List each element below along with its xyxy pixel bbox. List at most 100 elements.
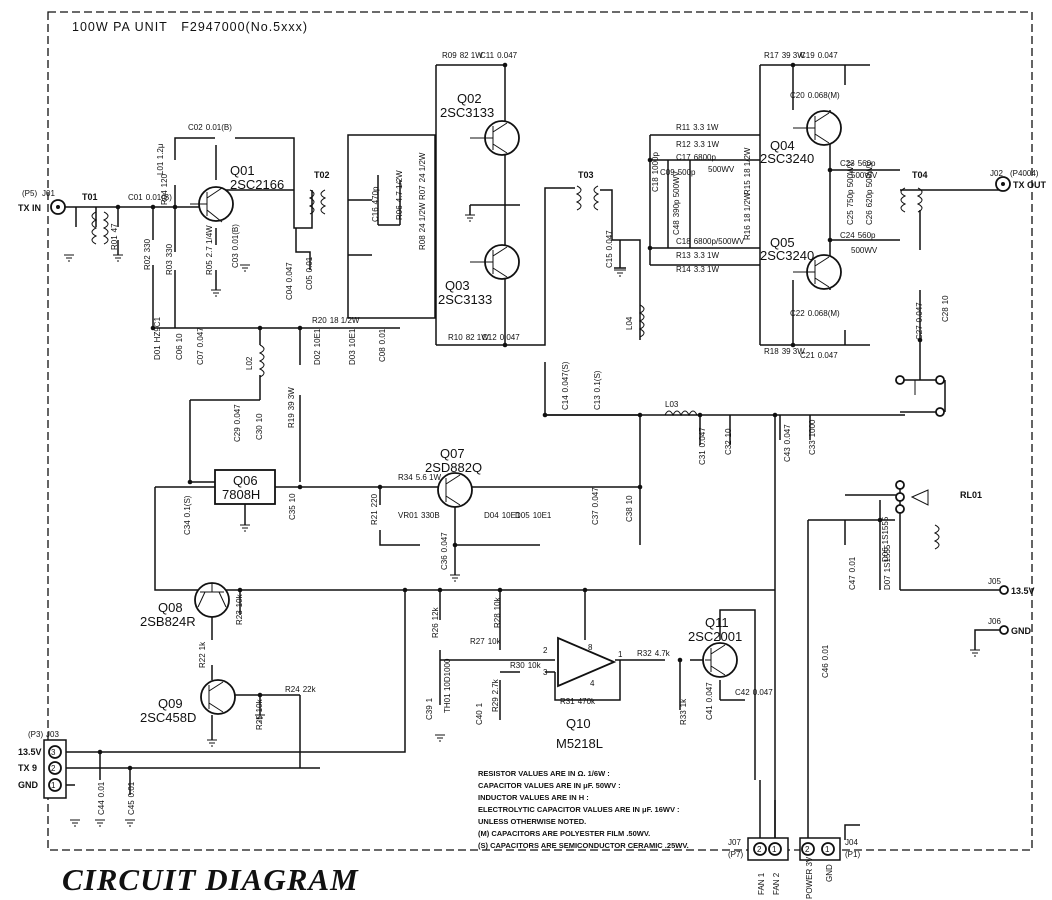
component-c44-label: C440.01	[97, 781, 106, 815]
component-value: 10E1	[348, 328, 357, 347]
component-ref: R07	[418, 185, 427, 200]
component-ref: R13	[676, 251, 691, 260]
component-c23v-label: 500WV	[851, 171, 878, 180]
component-value: 82 1W	[460, 51, 484, 60]
component-r29-label: R292.7k	[491, 678, 500, 712]
component-ref: C40	[475, 710, 484, 725]
component-c37-label: C370.047	[591, 487, 600, 525]
component-value: 12k	[431, 606, 440, 620]
q10-ref: Q10	[566, 716, 591, 731]
component-value: 10k	[493, 596, 502, 610]
component-value: 10k	[488, 637, 502, 646]
component-c47-label: C470.01	[848, 556, 857, 590]
component-value: 0.01	[378, 328, 387, 344]
relay-rl01	[895, 375, 945, 550]
component-value: 4.7 1/2W	[395, 170, 404, 202]
component-ref: D02	[313, 350, 322, 365]
component-ref: D07	[883, 575, 892, 590]
t01-label: T01	[82, 192, 98, 202]
component-ref: C30	[255, 425, 264, 440]
component-value: 330	[143, 238, 152, 252]
component-ref: C01	[128, 193, 143, 202]
component-ref: D03	[348, 350, 357, 365]
component-value: 47	[110, 223, 119, 232]
component-value: 0.01	[127, 781, 136, 797]
opamp-pin-3: 3	[543, 668, 548, 677]
j03-ref: J03	[46, 730, 59, 739]
t02-label: T02	[314, 170, 330, 180]
component-d07-label: D071S1555	[883, 544, 892, 590]
inductor-l03	[664, 410, 698, 417]
component-ref: R02	[143, 255, 152, 270]
transistor-q03	[470, 244, 520, 280]
connector-j03[interactable]	[43, 739, 67, 799]
connector-j02[interactable]	[995, 176, 1011, 192]
component-value: 5.6 1W	[416, 473, 442, 482]
component-value: 1000	[808, 419, 817, 437]
transformer-t01-coil	[91, 211, 109, 245]
component-c35-label: C3510	[288, 493, 297, 520]
component-ref: C08	[378, 347, 387, 362]
fan2-label: FAN 2	[772, 872, 781, 895]
component-ref: R18	[764, 347, 779, 356]
j07-pin1: 1	[772, 845, 777, 854]
component-c08-label: C08 0.01	[378, 328, 387, 362]
unit-title: 100W PA UNIT F2947000(No.5xxx)	[72, 20, 308, 34]
component-value: 0.047	[500, 333, 521, 342]
unit-boundary	[47, 11, 1033, 851]
connector-j04[interactable]	[799, 837, 841, 861]
component-ref: C35	[288, 505, 297, 520]
connector-j07[interactable]	[747, 837, 789, 861]
component-r16-label: R1618 1/2W	[743, 192, 752, 240]
component-ref: R30	[510, 661, 525, 670]
inductor-l02	[258, 344, 265, 378]
component-l03-label: L03	[665, 400, 679, 409]
component-c15-label: C150.047	[605, 230, 614, 268]
component-ref: C15	[605, 253, 614, 268]
q05-part: 2SC3240	[760, 248, 814, 263]
component-c14-label: C140.047(S)	[561, 361, 570, 410]
notes-block: RESISTOR VALUES ARE IN Ω. 1/6W : CAPACIT…	[478, 769, 689, 850]
component-ref: C09	[660, 168, 675, 177]
q08-part: 2SB824R	[140, 614, 196, 629]
component-value: 1	[425, 697, 434, 702]
transformer-t04-coil	[900, 187, 923, 213]
component-ref: C36	[440, 555, 449, 570]
component-value: 18 1/2W	[743, 192, 752, 222]
component-value: 0.1(S)	[183, 495, 192, 517]
component-ref: C18	[676, 237, 691, 246]
note-line-5: UNLESS OTHERWISE NOTED.	[478, 817, 586, 826]
q11-ref: Q11	[705, 615, 729, 630]
component-value: 0.068(M)	[808, 309, 840, 318]
component-ref: C38	[625, 507, 634, 522]
component-ref: C24	[840, 231, 855, 240]
j03-pin1-label: GND	[18, 780, 39, 790]
j03-pin1: 1	[51, 781, 56, 790]
component-ref: R10	[448, 333, 463, 342]
component-ref: D04	[484, 511, 499, 520]
q04-part: 2SC3240	[760, 151, 814, 166]
component-ref: R24	[285, 685, 300, 694]
connector-j01[interactable]	[50, 199, 66, 215]
component-ref: R27	[470, 637, 485, 646]
component-value: 0.047	[591, 487, 600, 508]
component-c29-label: C290.047	[233, 404, 242, 442]
component-th01-label: TH0110D1000	[443, 658, 452, 713]
component-ref: C22	[790, 309, 805, 318]
terminal-j05[interactable]	[999, 585, 1009, 595]
component-c36-label: C360.047	[440, 532, 449, 570]
note-line-2: CAPACITOR VALUES ARE IN μF. 50WV :	[478, 781, 621, 790]
terminal-j06[interactable]	[999, 625, 1009, 635]
component-value: 2.7k	[491, 678, 500, 694]
j03-pin3: 3	[51, 748, 56, 757]
component-c33-label: C331000	[808, 419, 817, 455]
component-ref: C07	[196, 350, 205, 365]
